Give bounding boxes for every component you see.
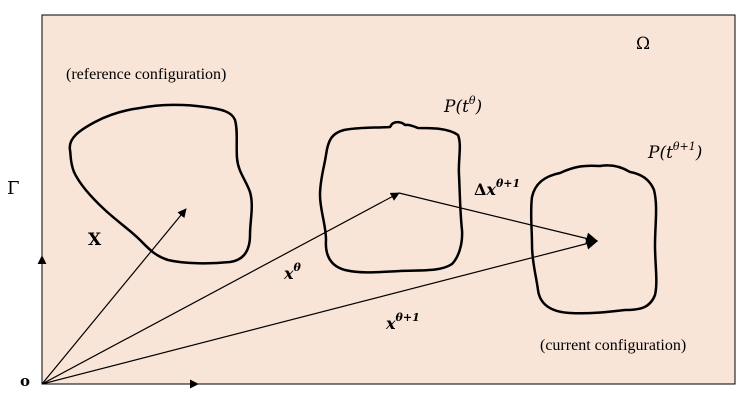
- body-p-t-theta-plus-1-outline: [529, 164, 658, 315]
- reference-configuration-label: (reference configuration): [66, 66, 227, 83]
- reference-body-outline: [68, 103, 254, 265]
- current-configuration-label: (current configuration): [540, 337, 687, 354]
- origin-label: o: [20, 372, 31, 390]
- vector-delta-x-label: Δxθ+1: [474, 177, 521, 199]
- vector-X-arrow: [41, 208, 187, 385]
- body-p-t-theta-label: P(tθ): [444, 94, 483, 117]
- vector-delta-x-arrow: [398, 192, 599, 245]
- vector-x-theta-arrow: [41, 192, 400, 385]
- vector-X-label: X: [88, 230, 102, 250]
- body-p-t-theta-plus-1-label: P(tθ+1): [648, 140, 703, 163]
- domain-omega-label: Ω: [636, 34, 651, 54]
- vector-x-theta-label: xθ: [284, 261, 301, 283]
- boundary-gamma-label: Γ: [7, 178, 20, 199]
- vector-x-theta-plus-1-label: xθ+1: [386, 311, 420, 333]
- body-p-t-theta-outline: [318, 120, 464, 274]
- vector-x-theta-plus-1-arrow: [41, 237, 599, 385]
